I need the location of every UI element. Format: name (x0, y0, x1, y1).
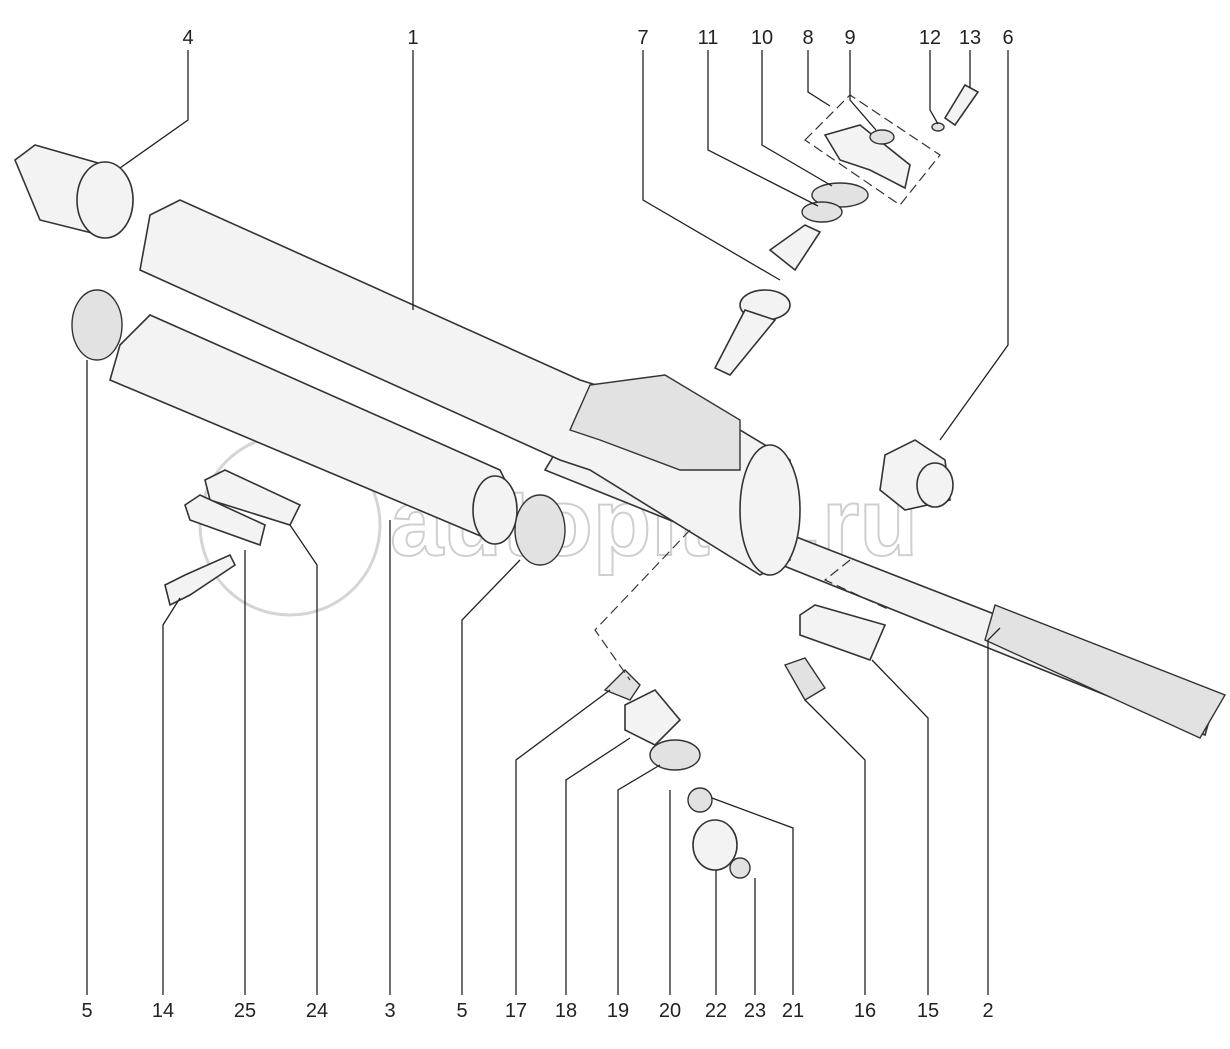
part-clamp-5a (71, 289, 123, 361)
part-bushing-6 (879, 439, 954, 511)
part-pinion-7 (713, 224, 822, 376)
callout-label: 11 (698, 27, 719, 49)
callout-label: 13 (959, 27, 981, 49)
callout-label: 25 (234, 1000, 256, 1022)
callout-label: 14 (152, 1000, 174, 1022)
callout-label: 19 (607, 1000, 629, 1022)
callout-label: 18 (555, 1000, 577, 1022)
callout-label: 10 (751, 27, 773, 49)
callout-labels-bottom: 5 14 25 24 3 5 17 18 19 20 22 23 21 16 1… (81, 1000, 993, 1022)
leader-lines (86, 50, 1009, 995)
callout-labels-top: 4 1 7 11 10 8 9 12 13 6 (182, 27, 1013, 49)
part-boot-3 (109, 314, 518, 545)
part-washer-12 (931, 122, 945, 132)
part-plate-25 (184, 494, 266, 547)
callout-label: 8 (802, 27, 813, 49)
callout-label: 22 (705, 1000, 727, 1022)
callout-label: 5 (81, 1000, 92, 1022)
callout-label: 15 (917, 1000, 939, 1022)
part-cap-4 (14, 144, 134, 239)
part-bolt-14 (164, 553, 237, 607)
callout-label: 23 (744, 1000, 766, 1022)
callout-label: 2 (982, 1000, 993, 1022)
part-clip-16 (783, 657, 826, 701)
callout-label: 20 (659, 1000, 681, 1022)
part-plug-22 (692, 819, 738, 871)
assembly-line-b (823, 559, 891, 611)
part-ring-11 (801, 201, 843, 223)
assembly-line-a (594, 529, 691, 681)
callout-label: 4 (182, 27, 193, 49)
part-housing (139, 199, 801, 576)
part-18 (624, 689, 682, 746)
callout-label: 9 (844, 27, 855, 49)
callout-label: 5 (456, 1000, 467, 1022)
part-ring-19 (649, 739, 701, 771)
callout-label: 6 (1002, 27, 1013, 49)
part-bolt-13 (943, 83, 980, 127)
callout-label: 24 (306, 1000, 328, 1022)
part-clamp-5b (514, 494, 566, 566)
callout-label: 7 (637, 27, 648, 49)
part-yoke-15 (799, 604, 887, 662)
part-spring-20 (687, 787, 713, 813)
callout-label: 16 (854, 1000, 876, 1022)
callout-label: 3 (384, 1000, 395, 1022)
part-cover-8 (804, 94, 941, 206)
callout-label: 17 (505, 1000, 527, 1022)
callout-label: 12 (919, 27, 941, 49)
callout-label: 21 (782, 1000, 804, 1022)
callout-label: 1 (407, 27, 418, 49)
part-17 (603, 669, 641, 701)
part-gasket-24 (204, 469, 302, 526)
part-nut-23 (729, 857, 751, 879)
